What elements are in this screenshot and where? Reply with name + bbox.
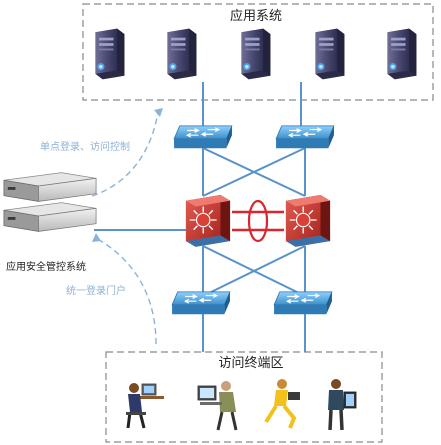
- annotation-arrows: [91, 111, 159, 345]
- app-system-zone: [82, 3, 434, 101]
- core-interconnect: [232, 199, 284, 243]
- user-icon: [328, 379, 357, 431]
- security-appliance: [3, 172, 97, 232]
- link-aggregation-ring: [247, 199, 269, 243]
- server-icon: [167, 28, 197, 80]
- server-icon: [95, 28, 125, 80]
- access-terminal-zone: [105, 351, 383, 443]
- arrow-head-portal: [92, 233, 101, 242]
- user-icon: [264, 379, 300, 429]
- network-links: [94, 82, 306, 352]
- user-icon: [126, 383, 164, 429]
- arrow-head-sso: [154, 108, 163, 117]
- core-switch-icon: [185, 194, 231, 248]
- server-icon: [315, 28, 345, 80]
- switch-icon: [173, 125, 233, 149]
- switch-icon: [275, 125, 335, 149]
- security-system-label: 应用安全管控系统: [6, 260, 86, 273]
- appliance-icon: [3, 172, 97, 202]
- terminal-users: [126, 379, 357, 431]
- appliance-icon: [3, 202, 97, 232]
- server-icon: [387, 28, 417, 80]
- app-servers: [95, 28, 417, 80]
- user-icon: [197, 381, 238, 431]
- server-icon: [241, 28, 271, 80]
- sso-annotation: 单点登录、访问控制: [40, 140, 130, 153]
- core-switch-icon: [285, 194, 331, 248]
- switch-icon: [273, 291, 333, 315]
- access-terminal-title: 访问终端区: [218, 355, 283, 371]
- app-system-title: 应用系统: [230, 8, 282, 24]
- portal-annotation: 统一登录门户: [66, 284, 126, 297]
- switch-icon: [171, 291, 231, 315]
